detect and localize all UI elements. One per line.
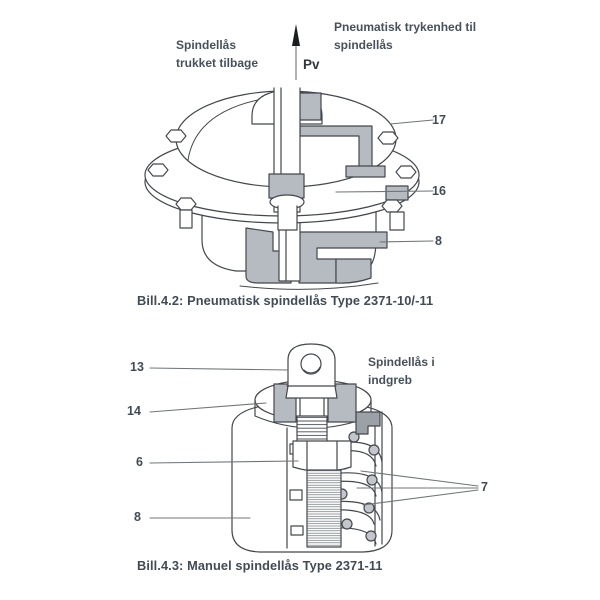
label-line: Pneumatisk trykenhed til xyxy=(334,20,477,34)
label-line: indgreb xyxy=(368,373,412,387)
callout-14: 14 xyxy=(127,404,141,418)
callout-7: 7 xyxy=(481,480,488,494)
spindle-nut xyxy=(292,440,352,473)
callout-leader-lines xyxy=(149,367,479,519)
callout-17: 17 xyxy=(432,113,446,127)
threaded-spindle xyxy=(292,383,352,548)
label-line: spindellås xyxy=(334,38,393,52)
pv-label: Pv xyxy=(303,57,320,72)
flange-bolts xyxy=(147,129,417,231)
label-pneumatic-pressure-unit: Pneumatisk trykenhed til spindellås xyxy=(334,18,476,54)
callout-6: 6 xyxy=(136,455,143,469)
label-spindle-lock-retracted: Spindellås trukket tilbage xyxy=(176,36,258,72)
label-line: Spindellås xyxy=(176,38,237,52)
figure-caption-top: Bill.4.2: Pneumatisk spindellås Type 237… xyxy=(137,293,434,308)
callout-16: 16 xyxy=(432,184,446,198)
manual-spindle-lock-diagram xyxy=(149,343,479,553)
pv-arrow-icon xyxy=(292,24,300,80)
air-duct-cut-section xyxy=(299,125,386,178)
label-line: trukket tilbage xyxy=(176,56,259,70)
label-line: Spindellås i xyxy=(368,355,435,369)
pneumatic-spindle-lock-diagram xyxy=(144,87,434,290)
callout-13: 13 xyxy=(130,360,144,374)
callout-8-bottom: 8 xyxy=(134,510,141,524)
callout-8-top: 8 xyxy=(435,234,442,248)
spindle-shaft xyxy=(268,87,305,231)
callout-leader-lines xyxy=(335,119,434,243)
label-spindle-lock-engaged: Spindellås i indgreb xyxy=(368,353,435,389)
eye-bolt-head xyxy=(285,343,338,399)
figure-caption-bottom: Bill.4.3: Manuel spindellås Type 2371-11 xyxy=(137,558,383,573)
